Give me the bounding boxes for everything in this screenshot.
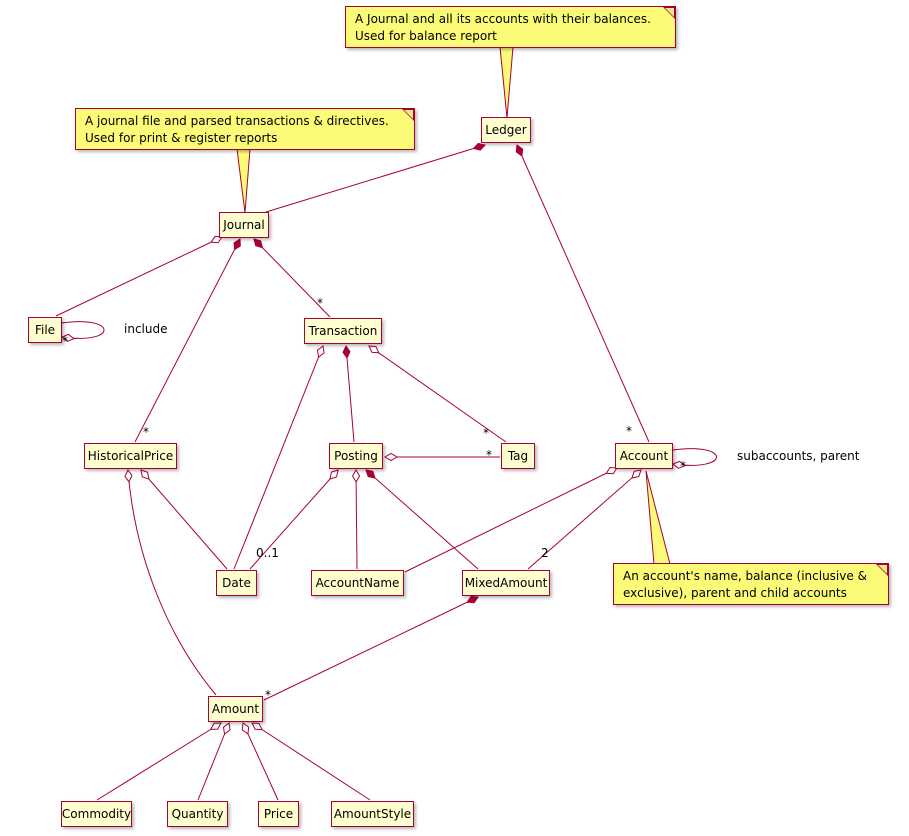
edge-ledger-journal xyxy=(265,142,486,213)
multiplicity-account-self: * xyxy=(680,459,686,473)
multiplicity-posting-date: 0..1 xyxy=(256,546,279,560)
edge-historicalprice-date xyxy=(140,469,228,570)
edge-journal-historicalprice xyxy=(134,238,241,443)
edge-amount-amountstyle xyxy=(251,722,371,801)
note-tail-journal xyxy=(236,148,251,214)
note-journal-text: A journal file and parsed transactions &… xyxy=(85,114,389,146)
edge-amount-price xyxy=(241,722,279,801)
edge-transaction-tag xyxy=(368,345,507,443)
edge-account-accountname xyxy=(404,466,618,573)
class-account: Account xyxy=(615,443,673,469)
class-date: Date xyxy=(216,570,257,596)
edge-transaction-posting xyxy=(342,345,355,443)
multiplicity-file-self: * xyxy=(62,334,68,348)
multiplicity-ledger-account: * xyxy=(626,424,632,438)
edge-ledger-account xyxy=(515,144,650,443)
edge-posting-date xyxy=(249,469,339,570)
multiplicity-account-mixedamount: 2 xyxy=(541,546,549,560)
class-price: Price xyxy=(258,801,299,827)
edge-file-include-self-loop xyxy=(61,321,105,342)
class-mixedamount: MixedAmount xyxy=(462,570,550,596)
edge-account-subaccounts-self-loop xyxy=(672,448,717,469)
edge-posting-accountname xyxy=(351,469,361,570)
note-ledger: A Journal and all its accounts with thei… xyxy=(345,6,676,48)
class-posting: Posting xyxy=(329,443,383,469)
note-fold-icon xyxy=(876,564,888,576)
class-transaction: Transaction xyxy=(304,318,382,344)
class-tag: Tag xyxy=(501,443,535,469)
edge-historicalprice-amount xyxy=(124,469,217,696)
class-journal: Journal xyxy=(219,212,269,238)
note-fold-icon xyxy=(402,109,414,121)
edge-amount-commodity xyxy=(96,722,222,801)
multiplicity-posting-tag: * xyxy=(486,448,492,462)
note-fold-icon xyxy=(663,7,675,19)
edge-mixedamount-amount xyxy=(263,595,479,701)
note-ledger-text: A Journal and all its accounts with thei… xyxy=(355,12,651,44)
edge-posting-mixedamount xyxy=(365,469,479,570)
edge-amount-quantity xyxy=(197,722,231,801)
edge-transaction-date xyxy=(233,345,325,570)
class-ledger: Ledger xyxy=(481,117,531,143)
class-commodity: Commodity xyxy=(61,801,132,827)
multiplicity-transaction-tag: * xyxy=(483,426,489,440)
note-tail-ledger xyxy=(499,46,514,119)
edge-label-subaccounts-parent: subaccounts, parent xyxy=(737,449,860,463)
multiplicity-journal-historicalprice: * xyxy=(143,425,149,439)
class-accountname: AccountName xyxy=(311,570,404,596)
note-account: An account's name, balance (inclusive & … xyxy=(613,563,889,605)
class-historicalprice: HistoricalPrice xyxy=(84,443,177,469)
class-amount: Amount xyxy=(208,696,263,722)
edge-journal-file xyxy=(55,235,223,317)
note-journal: A journal file and parsed transactions &… xyxy=(75,108,415,150)
multiplicity-journal-transaction: * xyxy=(317,296,323,310)
edge-account-mixedamount xyxy=(527,469,642,570)
note-tail-account xyxy=(645,470,671,565)
multiplicity-mixedamount-amount: * xyxy=(265,688,271,702)
class-quantity: Quantity xyxy=(167,801,228,827)
edge-label-include: include xyxy=(124,322,168,336)
note-account-text: An account's name, balance (inclusive & … xyxy=(623,569,867,601)
class-file: File xyxy=(28,317,62,343)
class-amountstyle: AmountStyle xyxy=(331,801,414,827)
edge-journal-transaction xyxy=(253,238,331,318)
